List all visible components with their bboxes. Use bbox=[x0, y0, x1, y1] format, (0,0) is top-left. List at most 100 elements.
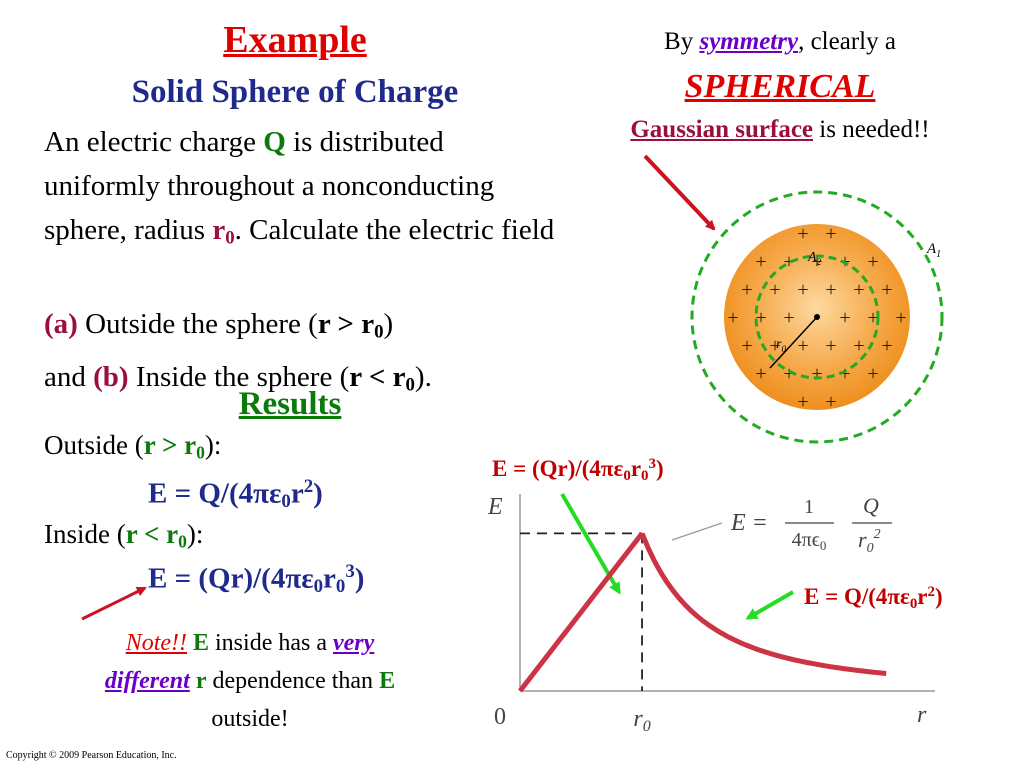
plus-charge: + bbox=[853, 279, 864, 301]
note-word: Note!! bbox=[125, 630, 187, 656]
note-r: r bbox=[189, 668, 207, 694]
plus-charge: + bbox=[825, 279, 836, 301]
graph-series bbox=[518, 531, 887, 693]
plus-charge: + bbox=[839, 307, 850, 329]
symmetry-line: By symmetry, clearly a bbox=[570, 28, 990, 56]
series-outside-inverse-square bbox=[639, 532, 887, 676]
graph-outside-sup: 2 bbox=[927, 584, 935, 600]
outside-label: Outside (r > r0): bbox=[44, 430, 221, 463]
note-e2: E bbox=[379, 668, 396, 694]
problem-text-2: is distributed uniformly throughout a no… bbox=[44, 126, 495, 246]
label-r0: r0 bbox=[776, 337, 786, 354]
part-a-condition: r > r0 bbox=[317, 308, 384, 343]
charge-symbol: Q bbox=[263, 126, 286, 158]
note-line-2: different r dependence than E bbox=[40, 662, 460, 700]
part-b-close: ). bbox=[414, 360, 432, 393]
plus-charge: + bbox=[769, 279, 780, 301]
center-dot bbox=[814, 314, 820, 320]
inside-label-close: ): bbox=[186, 519, 204, 549]
part-a-label: (a) bbox=[44, 308, 78, 340]
part-a-cond-main: r > r bbox=[317, 308, 375, 340]
graph-outside-sub: 0 bbox=[909, 595, 918, 612]
part-a-cond-sub: 0 bbox=[374, 321, 384, 343]
part-b-label: (b) bbox=[93, 360, 129, 393]
results-heading: Results bbox=[238, 386, 342, 422]
outside-condition: r > r0 bbox=[143, 430, 205, 462]
plus-charge: + bbox=[769, 335, 780, 357]
note-different: different bbox=[104, 668, 190, 694]
problem-parts: (a) Outside the sphere (r > r0) and (b) … bbox=[44, 302, 584, 407]
graph-inside-sub2: 0 bbox=[641, 467, 649, 484]
inside-formula-sub: 0 bbox=[313, 576, 324, 598]
label-a1: A1 bbox=[926, 241, 941, 260]
note-line-3: outside! bbox=[211, 706, 289, 732]
inside-formula-c: ) bbox=[354, 562, 365, 595]
gaussian-surface-a1 bbox=[690, 190, 944, 444]
annotation-den2: r02 bbox=[858, 527, 881, 556]
problem-statement: An electric charge Q is distributed unif… bbox=[44, 120, 564, 261]
plus-charge: + bbox=[881, 279, 892, 301]
plus-charge: + bbox=[867, 363, 878, 385]
gaussian-text: is needed!! bbox=[813, 116, 930, 143]
axis-label-r: r bbox=[917, 702, 927, 728]
inside-condition: r < r0 bbox=[125, 519, 187, 551]
outside-label-text: Outside ( bbox=[44, 430, 144, 460]
charge-grid: ++++++++++++++++++++++++++++++++ bbox=[727, 223, 906, 413]
symmetry-word: symmetry bbox=[699, 28, 799, 55]
note-arrow bbox=[81, 586, 147, 621]
outside-formula: E = Q/(4πε0r2) bbox=[148, 476, 323, 513]
radius-symbol: r0 bbox=[212, 214, 234, 249]
outside-formula-sub: 0 bbox=[281, 491, 291, 513]
tick-label-r0: r0 bbox=[633, 706, 650, 735]
plus-charge: + bbox=[867, 251, 878, 273]
inside-label-text: Inside ( bbox=[44, 519, 126, 549]
graph-inside-b: r bbox=[630, 456, 642, 482]
graph-outside-formula: E = Q/(4πε0r2) bbox=[804, 584, 943, 613]
annotation-leader bbox=[671, 522, 723, 541]
outside-formula-sup: 2 bbox=[303, 476, 314, 497]
page-title: Example bbox=[223, 19, 367, 61]
plus-charge: + bbox=[741, 279, 752, 301]
graph-inside-sub: 0 bbox=[623, 467, 631, 484]
inside-formula-a: E = (Qr)/(4πε bbox=[148, 562, 314, 595]
problem-text-1: An electric charge bbox=[44, 126, 264, 158]
graph-inside-formula: E = (Qr)/(4πε0r03) bbox=[492, 456, 664, 485]
part-b-cond-main: r < r bbox=[349, 360, 406, 393]
tick-label-r0-main: r bbox=[633, 706, 643, 732]
symmetry-text-1: By bbox=[664, 28, 700, 55]
label-a2: A2 bbox=[807, 250, 822, 267]
part-a-close: ) bbox=[383, 308, 394, 340]
gauss-arrow bbox=[643, 154, 716, 231]
graph-inside-c: ) bbox=[655, 456, 664, 482]
annotation-num2: Q bbox=[863, 493, 879, 518]
part-b-and: and bbox=[44, 360, 94, 393]
plus-charge: + bbox=[797, 223, 808, 245]
sphere-figure: ++++++++++++++++++++++++++++++++ A1 A2 r… bbox=[690, 190, 944, 444]
outside-cond-main: r > r bbox=[143, 430, 197, 460]
plus-charge: + bbox=[797, 391, 808, 413]
plus-charge: + bbox=[797, 335, 808, 357]
plus-charge: + bbox=[783, 251, 794, 273]
inside-formula: E = (Qr)/(4πε0r03) bbox=[148, 561, 364, 598]
plus-charge: + bbox=[755, 363, 766, 385]
outside-formula-c: ) bbox=[313, 477, 323, 510]
page-subtitle: Solid Sphere of Charge bbox=[131, 74, 459, 110]
inside-formula-sub2: 0 bbox=[335, 576, 346, 598]
note-text-2: dependence than bbox=[206, 668, 380, 694]
part-b-cond-sub: 0 bbox=[405, 374, 415, 396]
inside-cond-main: r < r bbox=[125, 519, 179, 549]
part-a-text: Outside the sphere ( bbox=[77, 308, 318, 340]
inside-formula-b: r bbox=[323, 562, 336, 595]
plus-charge: + bbox=[867, 307, 878, 329]
graph-outside-a: E = Q/(4πε bbox=[804, 584, 910, 610]
outside-label-close: ): bbox=[204, 430, 222, 460]
plus-charge: + bbox=[825, 335, 836, 357]
outside-formula-a: E = Q/(4πε bbox=[148, 477, 282, 510]
part-b-condition: r < r0 bbox=[349, 360, 415, 396]
plus-charge: + bbox=[755, 251, 766, 273]
plus-charge: + bbox=[853, 335, 864, 357]
graph-guides bbox=[520, 532, 643, 691]
outside-formula-b: r bbox=[290, 477, 304, 510]
plus-charge: + bbox=[811, 363, 822, 385]
plus-charge: + bbox=[811, 251, 822, 273]
